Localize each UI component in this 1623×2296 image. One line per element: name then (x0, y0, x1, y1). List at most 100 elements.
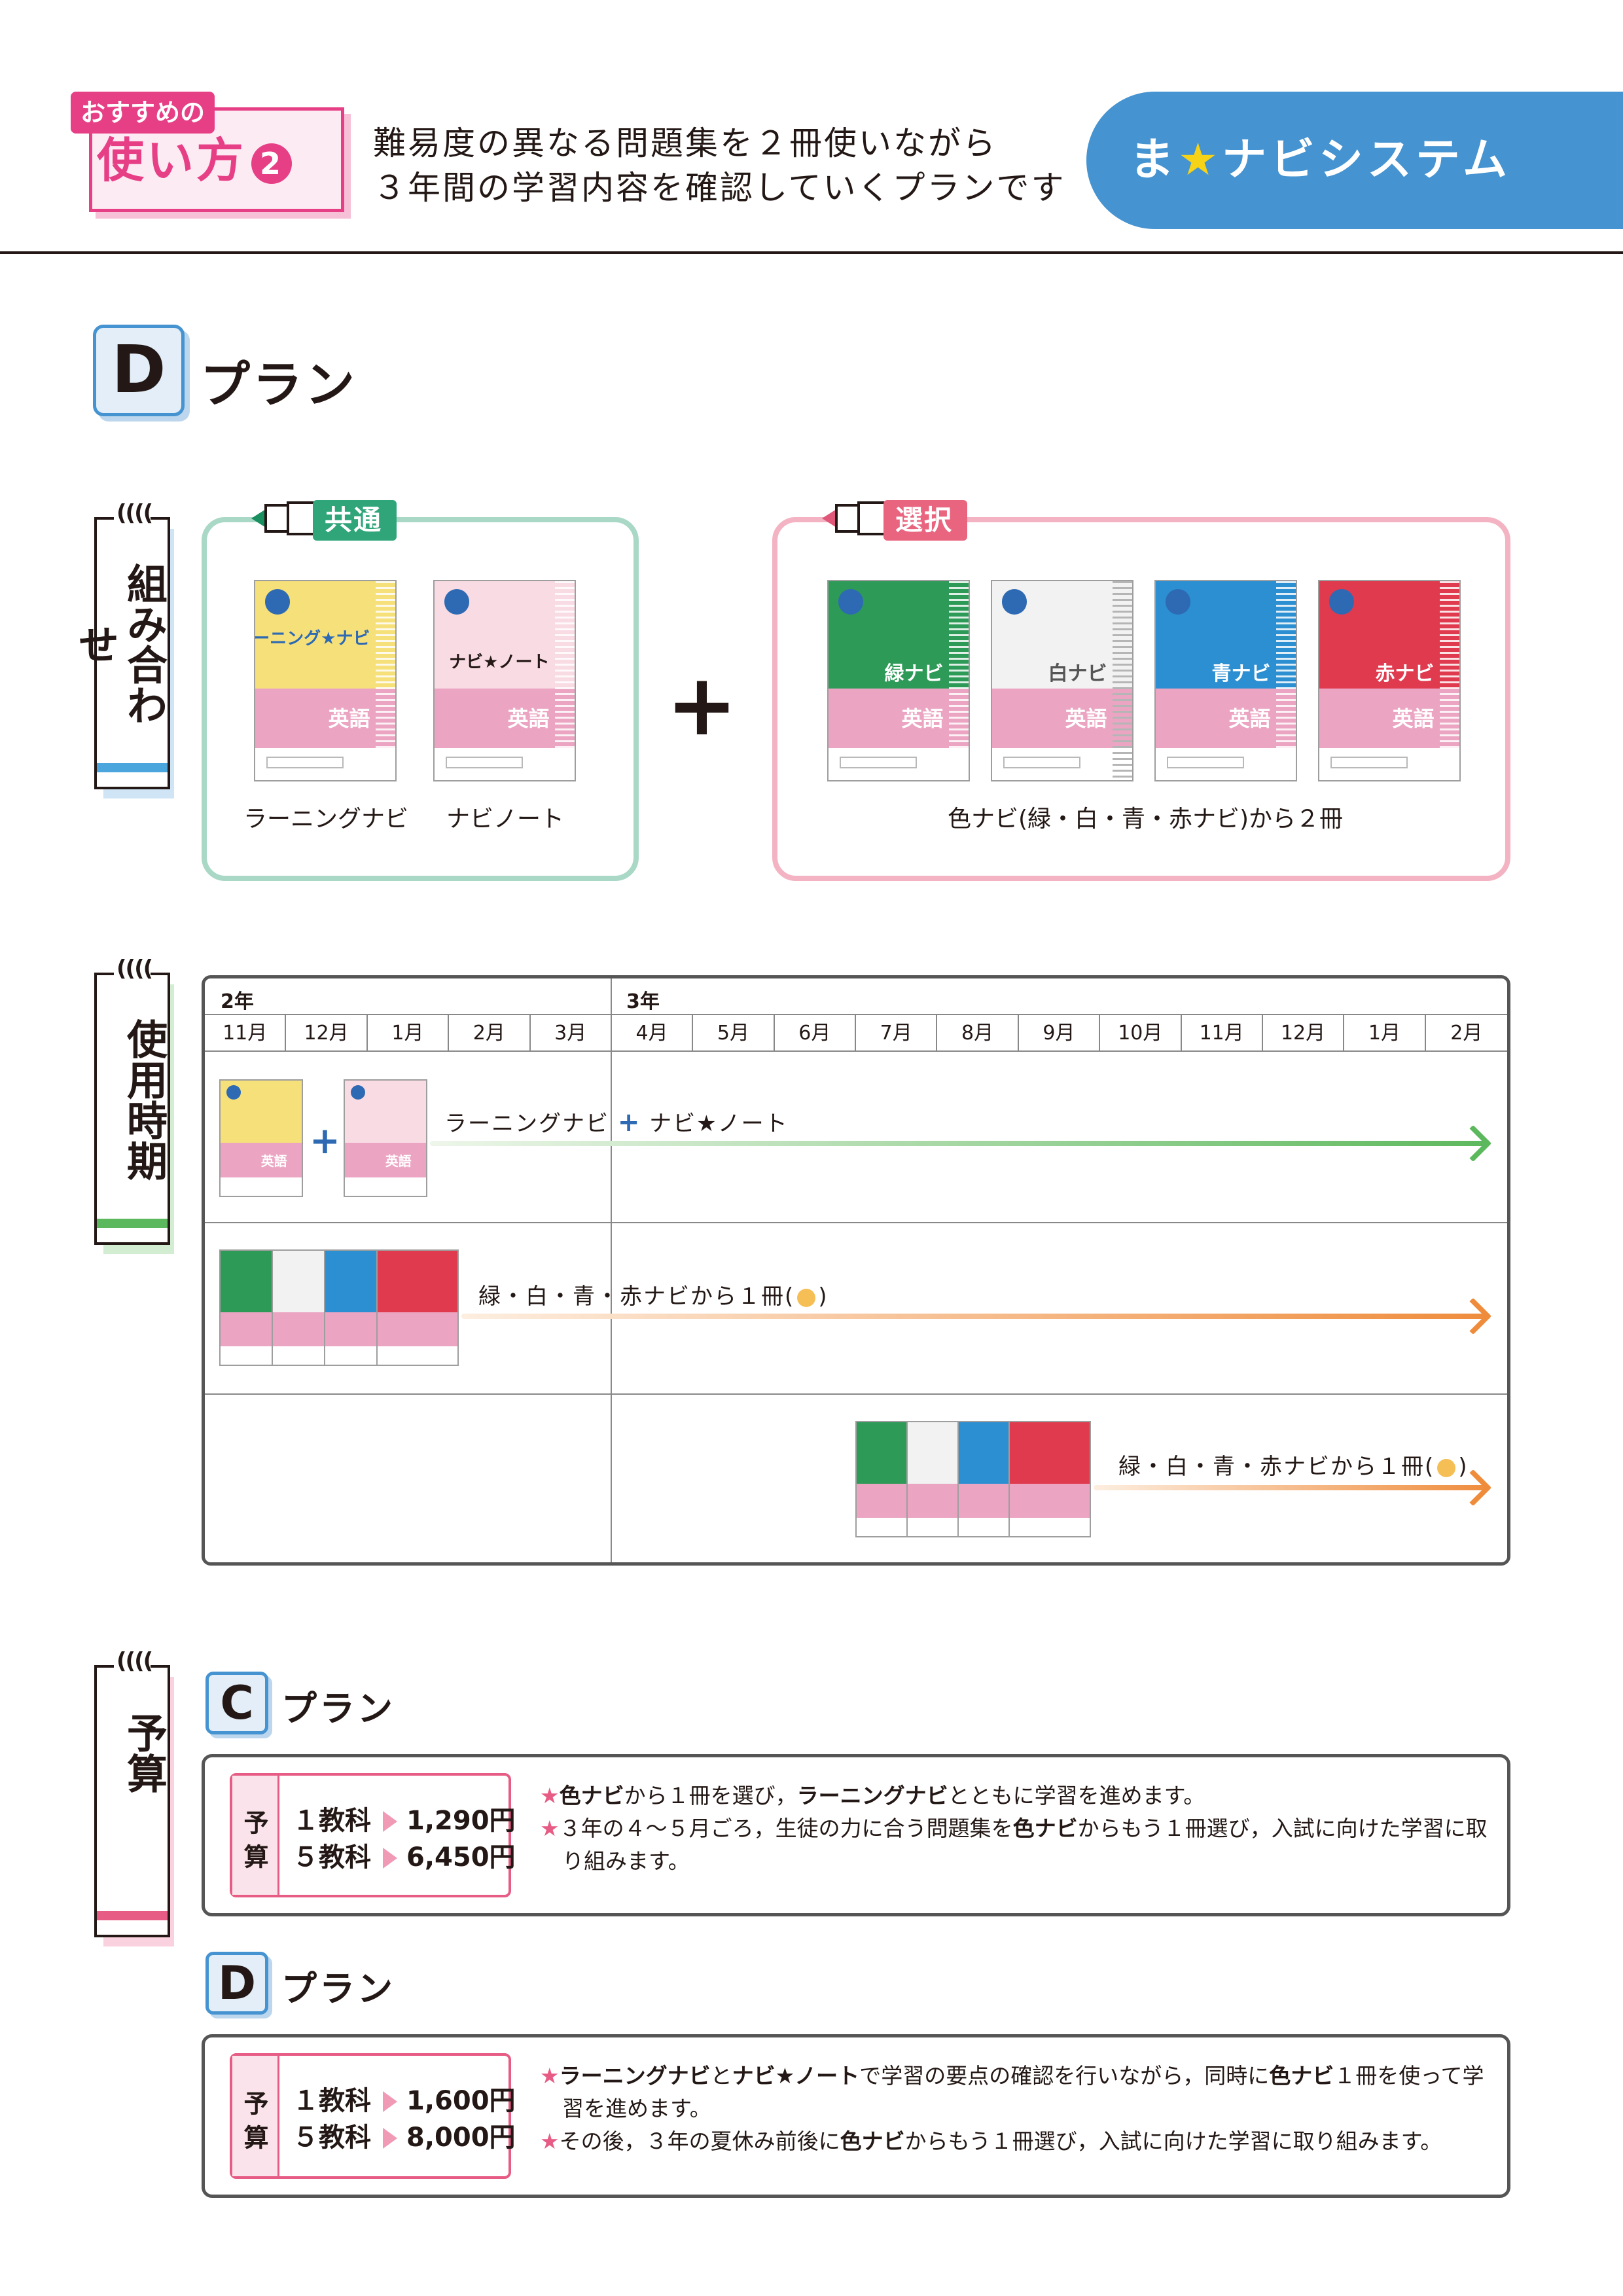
book-subject: 英語 (385, 1153, 412, 1170)
book-subject: 英語 (901, 706, 944, 732)
subject-count: １教科 (293, 2086, 371, 2116)
month-cell: 12月 (286, 1015, 368, 1052)
emphasis: 色ナビ (1012, 1816, 1078, 1841)
text: その後，３年の夏休み前後に (559, 2128, 840, 2154)
side-cap (94, 517, 170, 522)
badge-title-text: 使い方 (97, 133, 247, 188)
description-line: ★３年の４～５月ごろ，生徒の力に合う問題集を色ナビからもう１冊選び，入試に向けた… (540, 1812, 1495, 1878)
intro-line-1: 難易度の異なる問題集を２冊使いながら (373, 124, 997, 162)
badge-number: 2 (251, 143, 293, 185)
month-cell: 2月 (1450, 1022, 1483, 1045)
month-cell: 10月 (1100, 1015, 1182, 1052)
common-tab: 共通 (313, 500, 397, 541)
month-cell: 2月 (449, 1015, 531, 1052)
mini-book-red (1008, 1421, 1091, 1537)
book-red-navi: 赤ナビ 英語 (1318, 580, 1461, 781)
book-nameline (1167, 756, 1244, 768)
caption-learning: ラーニングナビ (243, 806, 408, 833)
logo-icon (444, 589, 470, 615)
book-stripe (949, 581, 969, 780)
row1-label: ラーニングナビ + ナビ★ノート (444, 1105, 789, 1138)
budget-key: 予算 (232, 2056, 279, 2176)
year-label-3: 3年 (626, 990, 660, 1013)
intro-text: 難易度の異なる問題集を２冊使いながら ３年間の学習内容を確認していくプランです (373, 121, 1066, 210)
book-foot (1010, 1518, 1090, 1536)
book-subject: 英語 (260, 1153, 287, 1170)
side-bar (97, 763, 168, 772)
green-arrow (430, 1141, 1490, 1146)
book-bottom (1319, 689, 1459, 749)
side-label-text: 使用時期 (120, 1018, 168, 1181)
select-tab: 選択 (883, 500, 968, 541)
logo-icon (1329, 589, 1355, 615)
book-green-navi: 緑ナビ 英語 (827, 580, 970, 781)
side-cap (94, 1665, 170, 1670)
subject-count: ５教科 (293, 1842, 371, 1873)
description-line: ★その後，３年の夏休み前後に色ナビからもう１冊選び，入試に向けた学習に取り組みま… (540, 2125, 1495, 2158)
badge-tag: おすすめの (71, 92, 215, 134)
text: からもう１冊選び，入試に向けた学習に取り組みます。 (904, 2128, 1442, 2154)
emphasis: 色ナビ (559, 1783, 624, 1808)
book-bottom (255, 689, 395, 749)
header-divider (0, 251, 1623, 254)
book-learning-navi: ラーニング★ナビ 英語 (254, 580, 397, 781)
arrowhead-icon (1454, 1124, 1492, 1162)
logo-icon (226, 1085, 241, 1100)
book-subject: 英語 (1392, 706, 1435, 732)
ticks-icon: (((( (116, 500, 153, 526)
ticks-icon: (((( (116, 1648, 153, 1674)
book-title: 青ナビ (1211, 662, 1271, 685)
dot-icon (797, 1288, 816, 1307)
logo-icon (838, 589, 864, 615)
text: ３年の４～５月ごろ，生徒の力に合う問題集を (559, 1816, 1013, 1841)
logo-icon (350, 1085, 365, 1100)
book-white-navi: 白ナビ 英語 (991, 580, 1133, 781)
emphasis: 色ナビ (840, 2128, 905, 2154)
system-pre: ま (1130, 134, 1179, 186)
month-cell: 3月 (531, 1015, 612, 1052)
row1-label-a: ラーニングナビ (444, 1111, 609, 1137)
book-bottom (992, 689, 1132, 749)
book-nameline (266, 756, 344, 768)
book-title: 緑ナビ (884, 662, 944, 685)
year-divider (611, 978, 612, 1562)
book-foot (1156, 748, 1296, 780)
month-cell: 7月 (856, 1015, 938, 1052)
subject-count: ５教科 (293, 2123, 371, 2153)
side-cap (94, 973, 170, 978)
book-foot (435, 748, 575, 780)
subject-count: １教科 (293, 1806, 371, 1836)
row1-label-b: ナビ★ノート (649, 1111, 789, 1137)
book-subject: 英語 (507, 706, 550, 732)
arrowhead-icon (1454, 1297, 1492, 1335)
description-line: ★色ナビから１冊を選び，ラーニングナビとともに学習を進めます。 (540, 1780, 1495, 1812)
text: から１冊を選び， (624, 1783, 797, 1808)
row2-label-text: 緑・白・青・赤ナビから１冊( (478, 1283, 795, 1310)
book-stripe (376, 581, 395, 780)
plus-icon: + (666, 655, 738, 755)
price-row-5: ５教科 6,450円 (293, 1836, 516, 1874)
plan-d-title: プラン (281, 1968, 395, 2009)
book-top (1010, 1422, 1090, 1484)
book-foot (255, 748, 395, 780)
plus-icon: + (617, 1107, 641, 1138)
month-cell: 12月 (1263, 1015, 1345, 1052)
mini-book-note: 英語 (344, 1079, 427, 1197)
book-blue-navi: 青ナビ 英語 (1154, 580, 1297, 781)
caption-note: ナビノート (446, 806, 564, 833)
price: 6,450円 (406, 1842, 516, 1873)
book-top (378, 1251, 457, 1312)
budget-key: 予算 (232, 1776, 279, 1895)
ticks-icon: (((( (116, 956, 153, 982)
book-nameline (1330, 756, 1408, 768)
month-cell: 1月 (1344, 1015, 1426, 1052)
book-bottom (435, 689, 575, 749)
price: 1,600円 (406, 2086, 516, 2116)
text: で学習の要点の確認を行いながら，同時に (859, 2063, 1270, 2089)
book-navi-note: ナビ★ノート 英語 (433, 580, 576, 781)
side-bar (97, 1219, 168, 1228)
